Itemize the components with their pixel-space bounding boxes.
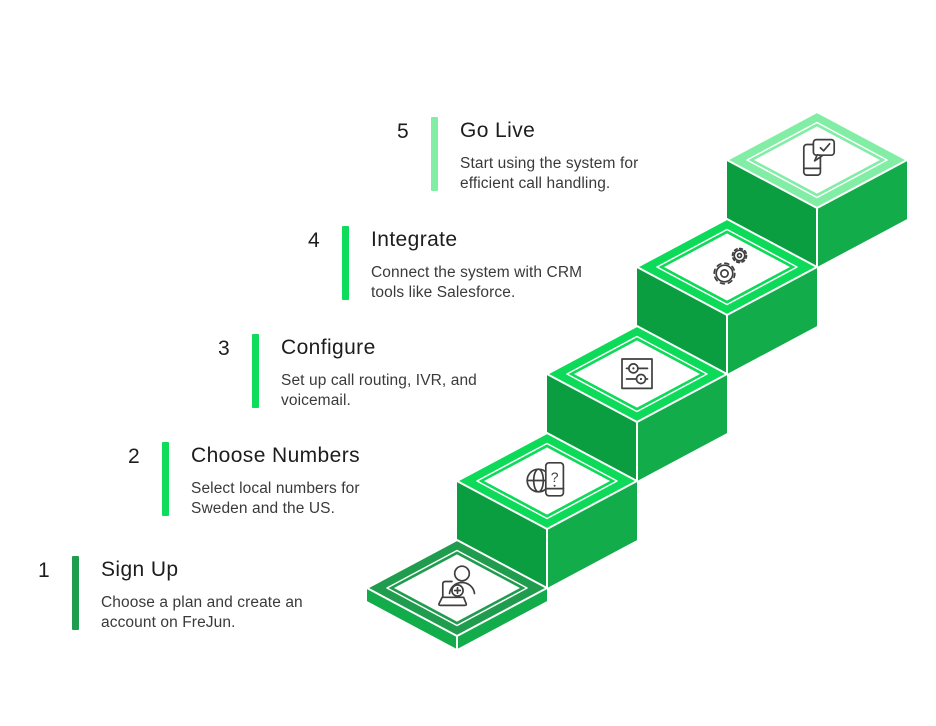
tile-3-inset-line (566, 335, 708, 413)
step-item-4: 4 Integrate Connect the system with CRM … (308, 226, 643, 302)
step-item-1: 1 Sign Up Choose a plan and create an ac… (38, 556, 373, 632)
staircase-tile-1 (366, 539, 548, 650)
staircase-tile-3 (546, 325, 728, 482)
step-accent-bar (431, 117, 438, 191)
step-description: Start using the system for efficient cal… (460, 155, 639, 192)
tile-5-right-face (817, 160, 907, 267)
step-title: Go Live (460, 119, 536, 142)
globe-phone-question-icon: ? (526, 461, 565, 497)
step-number: 2 (128, 445, 140, 468)
gears-icon (713, 247, 748, 285)
tile-3-face (574, 340, 700, 408)
tile-4-inset-line (656, 228, 798, 306)
tile-2-inset-line (476, 442, 618, 520)
step-item-3: 3 Configure Set up call routing, IVR, an… (218, 334, 553, 410)
step-title: Choose Numbers (191, 444, 361, 467)
question-glyph: ? (551, 469, 559, 485)
step-title: Sign Up (101, 558, 179, 581)
step-number: 4 (308, 229, 320, 252)
step-title: Configure (281, 336, 376, 359)
staircase-tile-5 (726, 111, 908, 268)
tile-1-inset-line (386, 549, 528, 627)
tile-5-inset-line (746, 121, 888, 199)
signup-laptop-person-icon (438, 565, 476, 607)
tile-2-right-face (547, 481, 637, 588)
phone-chat-check-icon (802, 138, 836, 176)
step-description: Select local numbers for Sweden and the … (191, 480, 360, 517)
step-number: 1 (38, 559, 50, 582)
step-accent-bar (252, 334, 259, 408)
staircase-tile-2: ? (456, 432, 638, 589)
tile-3-right-face (637, 374, 727, 481)
tile-4-right-face (727, 267, 817, 374)
step-number: 5 (397, 120, 409, 143)
step-accent-bar (162, 442, 169, 516)
step-title: Integrate (371, 228, 458, 251)
step-description: Connect the system with CRM tools like S… (371, 264, 583, 301)
step-item-5: 5 Go Live Start using the system for eff… (397, 117, 732, 193)
step-accent-bar (342, 226, 349, 300)
step-description: Choose a plan and create an account on F… (101, 594, 303, 631)
tile-4-face (664, 233, 790, 301)
step-description: Set up call routing, IVR, and voicemail. (281, 372, 477, 409)
step-number: 3 (218, 337, 230, 360)
step-accent-bar (72, 556, 79, 630)
staircase-tile-4 (636, 218, 818, 375)
sliders-settings-icon (621, 358, 653, 390)
step-item-2: 2 Choose Numbers Select local numbers fo… (128, 442, 463, 518)
